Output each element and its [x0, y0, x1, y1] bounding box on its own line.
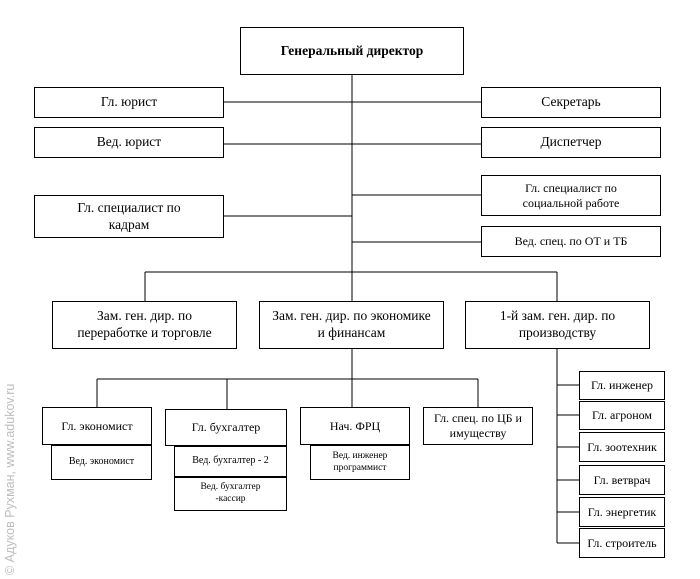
- dispatcher-box: Диспетчер: [481, 127, 661, 158]
- lead-lawyer-box: Вед. юрист: [34, 127, 224, 158]
- chief-zootechnician-box: Гл. зоотехник: [579, 432, 665, 462]
- frc-head-box: Нач. ФРЦ: [300, 407, 410, 445]
- general-director-box: Генеральный директор: [240, 27, 464, 75]
- social-work-specialist-box: Гл. специалист по социальной работе: [481, 175, 661, 216]
- deputy-production-box: 1-й зам. ген. дир. по производству: [465, 301, 650, 349]
- chief-power-engineer-box: Гл. энергетик: [579, 497, 665, 527]
- lead-economist-box: Вед. экономист: [51, 445, 152, 480]
- chief-economist-box: Гл. экономист: [42, 407, 152, 445]
- chief-agronomist-box: Гл. агроном: [579, 401, 665, 430]
- securities-specialist-box: Гл. спец. по ЦБ и имуществу: [423, 407, 533, 445]
- deputy-finance-box: Зам. ген. дир. по экономике и финансам: [259, 301, 444, 349]
- deputy-processing-box: Зам. ген. дир. по переработке и торговле: [52, 301, 237, 349]
- chief-accountant-box: Гл. бухгалтер: [165, 409, 287, 446]
- safety-specialist-box: Вед. спец. по ОТ и ТБ: [481, 226, 661, 257]
- accountant-cashier-box: Вед. бухгалтер -кассир: [174, 477, 287, 511]
- lead-programmer-box: Вед. инженер программист: [310, 445, 410, 480]
- lead-accountant-box: Вед. бухгалтер - 2: [174, 446, 287, 477]
- copyright-watermark: © Адуков Рухман, www.adukov.ru: [3, 383, 17, 575]
- chief-veterinarian-box: Гл. ветврач: [579, 465, 665, 495]
- secretary-box: Секретарь: [481, 87, 661, 118]
- chief-lawyer-box: Гл. юрист: [34, 87, 224, 118]
- hr-specialist-box: Гл. специалист по кадрам: [34, 195, 224, 238]
- chief-builder-box: Гл. строитель: [579, 528, 665, 558]
- chief-engineer-box: Гл. инженер: [579, 371, 665, 400]
